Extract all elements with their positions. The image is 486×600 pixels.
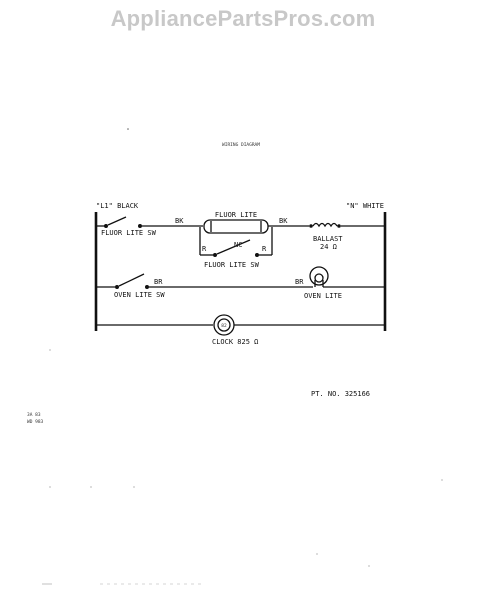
r-label-right: R <box>262 245 267 253</box>
oven-lamp <box>309 266 329 286</box>
wire-br-1: BR <box>154 278 163 286</box>
clock-symbol: 82 <box>221 323 227 329</box>
fluor-lite-sw-bottom-label: FLUOR LITE SW <box>204 261 260 269</box>
fluor-lite-label: FLUOR LITE <box>215 211 257 219</box>
part-number: PT. NO. 325166 <box>311 390 370 398</box>
oven-lite-label: OVEN LITE <box>304 292 342 300</box>
n-label: "N" WHITE <box>346 202 384 210</box>
ballast-coil <box>312 222 338 228</box>
oven-lite-sw-label: OVEN LITE SW <box>114 291 165 299</box>
fluor-starter-switch-blade <box>216 239 251 255</box>
watermark: AppliancePartsPros.com <box>110 6 376 31</box>
clock-label: CLOCK 825 Ω <box>212 338 258 346</box>
nc-label: NC <box>234 241 242 249</box>
wire-bk-1: BK <box>175 217 184 225</box>
diagram-title: WIRING DIAGRAM <box>222 142 260 148</box>
side-code-1: 3A 83 <box>27 412 41 418</box>
ballast-label: BALLAST <box>313 235 343 243</box>
l1-label: "L1" BLACK <box>96 202 139 210</box>
fluor-lite-switch-blade <box>107 216 127 226</box>
wire-bk-2: BK <box>279 217 288 225</box>
ballast-ohms: 24 Ω <box>320 243 337 251</box>
fluor-sw-terminal-right <box>138 224 142 228</box>
oven-lite-switch-blade <box>118 273 145 287</box>
fluorescent-tube <box>203 219 269 234</box>
side-code-2: WD 983 <box>27 419 44 425</box>
fluor-lite-sw-label: FLUOR LITE SW <box>101 229 157 237</box>
wire-br-2: BR <box>295 278 304 286</box>
r-label-left: R <box>202 245 207 253</box>
